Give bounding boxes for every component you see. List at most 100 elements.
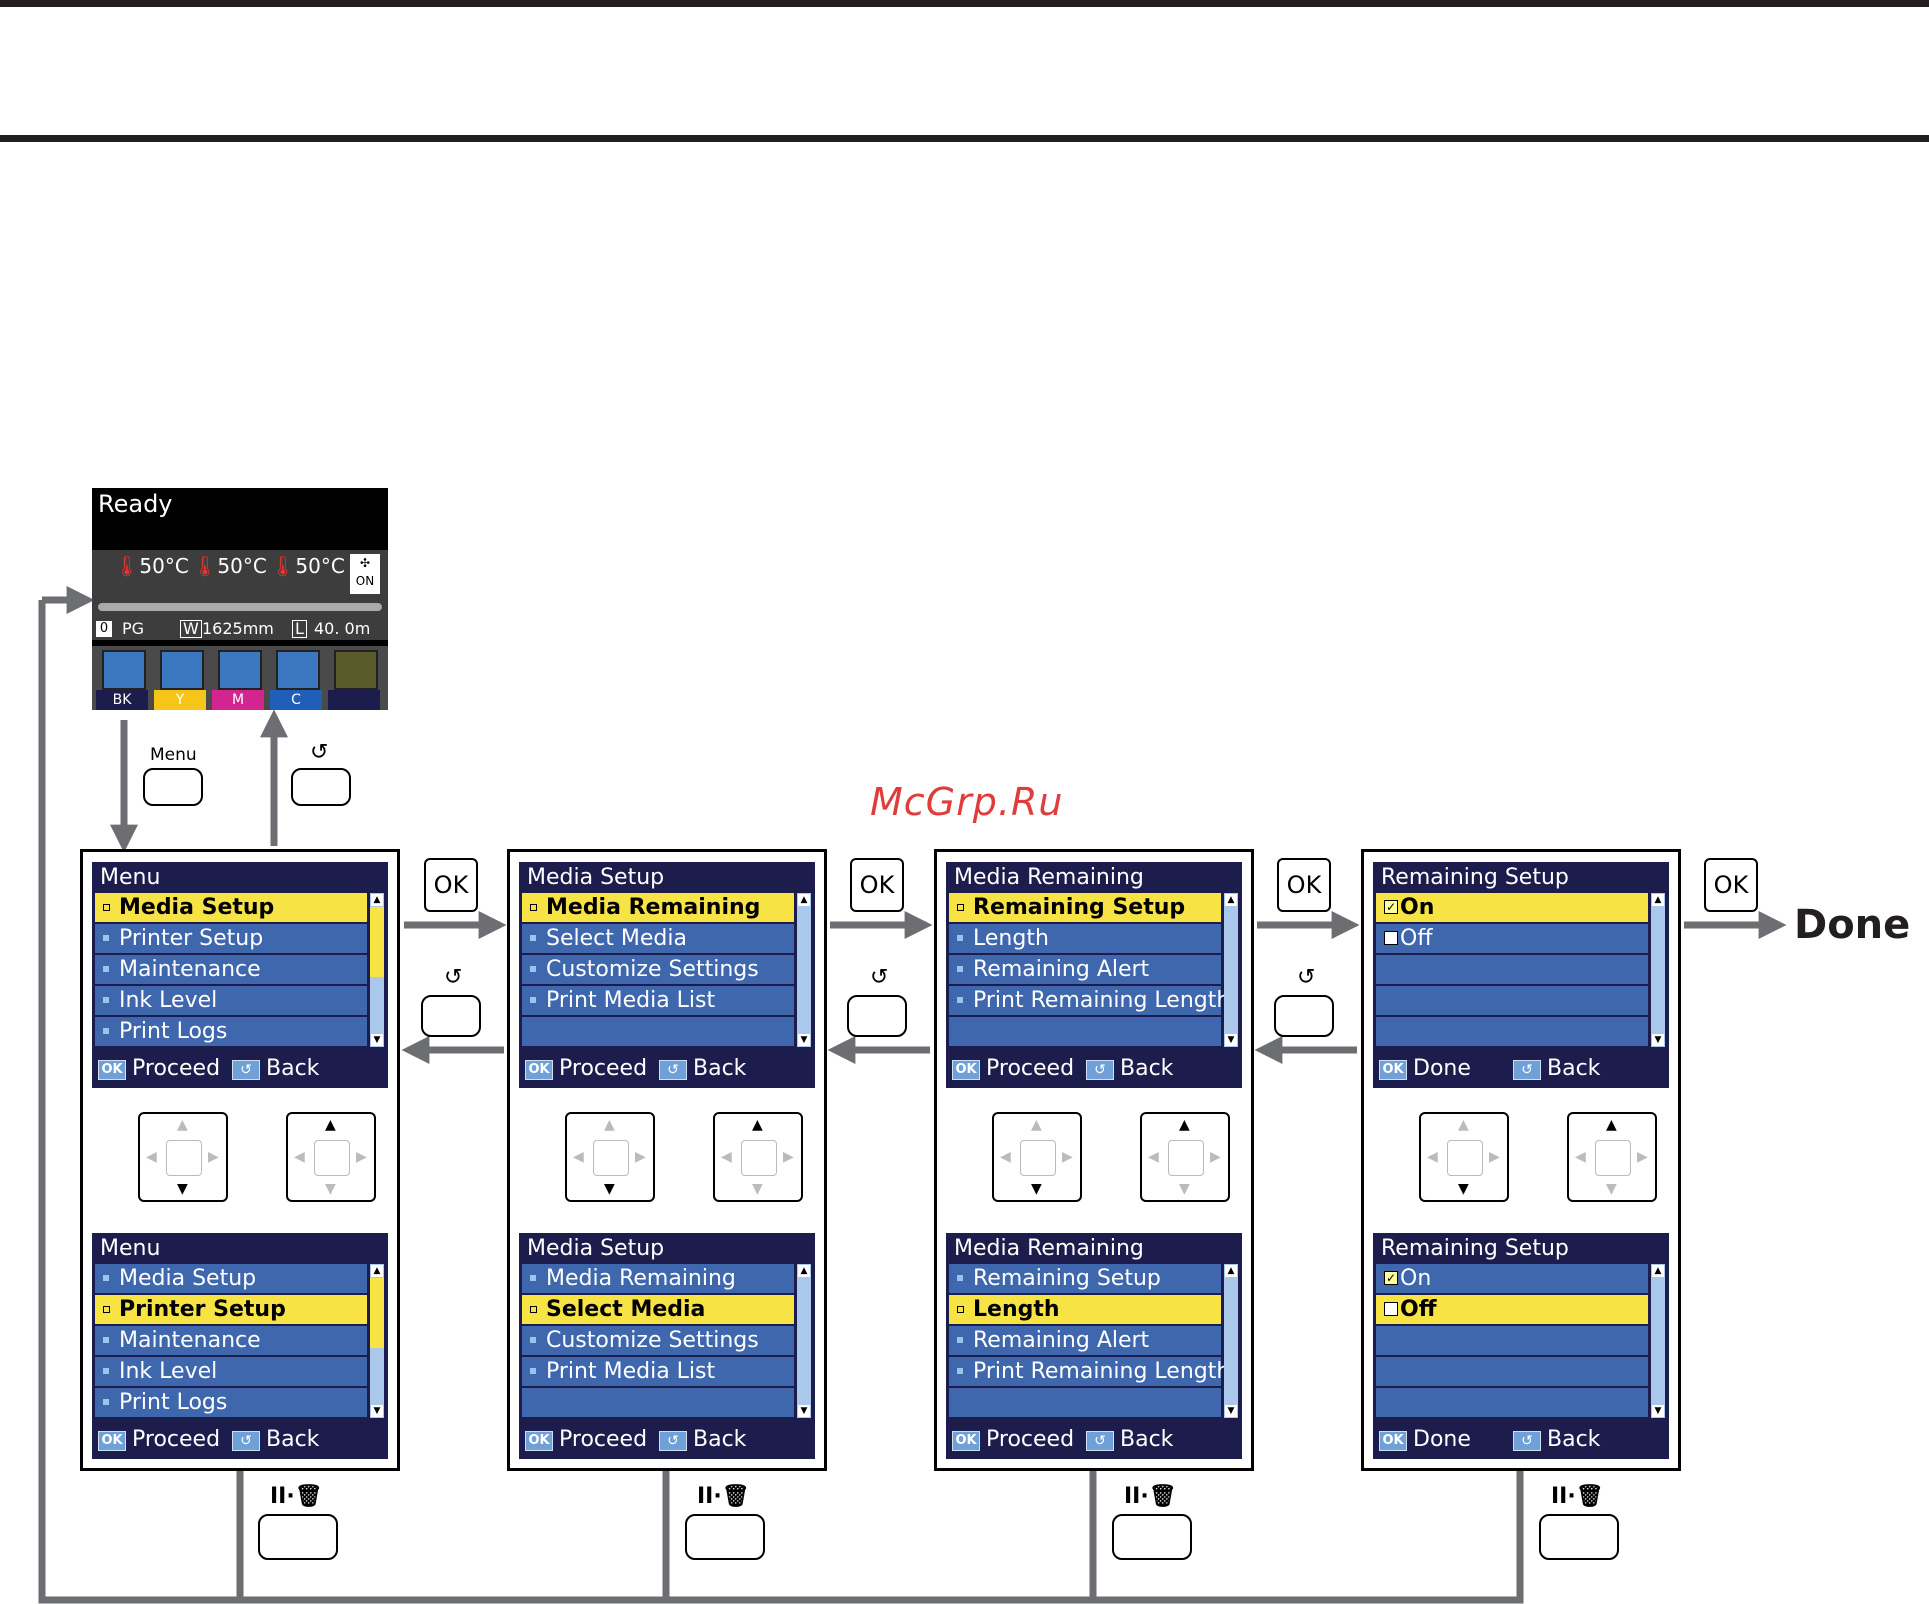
ok-key-4[interactable]: OK: [1704, 858, 1758, 912]
menu-item[interactable]: Print Remaining Length: [949, 986, 1230, 1015]
menu-item[interactable]: Media Setup: [95, 1264, 367, 1293]
ink-label: [328, 690, 380, 710]
scroll-up-icon: ▲: [798, 894, 810, 906]
menu-item[interactable]: ✓On: [1376, 893, 1648, 922]
menu-item[interactable]: Maintenance: [95, 1326, 367, 1355]
ok-badge: OK: [1379, 1431, 1407, 1451]
scroll-thumb[interactable]: [370, 1278, 384, 1348]
menu-item[interactable]: [1376, 1326, 1648, 1355]
scroll-up-icon: ▲: [798, 1265, 810, 1277]
dpad-up-key[interactable]: ▲▼◀▶: [713, 1112, 803, 1202]
scrollbar[interactable]: ▲▼: [797, 1264, 811, 1418]
menu-item[interactable]: Length: [949, 924, 1221, 953]
menu-item[interactable]: [522, 1017, 794, 1046]
ok-badge: OK: [98, 1060, 126, 1080]
menu-item[interactable]: [1376, 955, 1648, 984]
back-badge-icon: ↺: [1086, 1431, 1114, 1451]
ok-key-2[interactable]: OK: [850, 858, 904, 912]
menu-key[interactable]: [143, 768, 203, 806]
menu-item[interactable]: Off: [1376, 924, 1648, 953]
dpad-down-key[interactable]: ▲▼◀▶: [565, 1112, 655, 1202]
pause-cancel-key[interactable]: [1112, 1514, 1192, 1560]
pause-cancel-key[interactable]: [258, 1514, 338, 1560]
scroll-thumb[interactable]: [370, 907, 384, 977]
scrollbar[interactable]: ▲▼: [370, 893, 384, 1047]
scrollbar[interactable]: ▲▼: [370, 1264, 384, 1418]
ok-key-1[interactable]: OK: [424, 858, 478, 912]
scrollbar[interactable]: ▲▼: [797, 893, 811, 1047]
menu-item[interactable]: Maintenance: [95, 955, 367, 984]
menu-item[interactable]: [949, 1388, 1221, 1417]
thermometer-icon: 🌡: [114, 554, 140, 578]
menu-item[interactable]: [1376, 1357, 1648, 1386]
pause-cancel-icon: II·🗑: [1551, 1484, 1604, 1509]
menu-item[interactable]: [1376, 1017, 1648, 1046]
dpad-up-key[interactable]: ▲▼◀▶: [1140, 1112, 1230, 1202]
menu-item[interactable]: Length: [949, 1295, 1221, 1324]
dpad-up-key[interactable]: ▲▼◀▶: [286, 1112, 376, 1202]
ok-key-3[interactable]: OK: [1277, 858, 1331, 912]
scrollbar[interactable]: ▲▼: [1651, 893, 1665, 1047]
bullet-icon: [957, 966, 963, 972]
menu-item[interactable]: Print Logs: [95, 1388, 367, 1417]
screen-title: Media Remaining: [954, 1236, 1144, 1261]
width-tag: W: [180, 620, 202, 638]
menu-item[interactable]: Remaining Alert: [949, 1326, 1221, 1355]
dpad-up-key[interactable]: ▲▼◀▶: [1567, 1112, 1657, 1202]
menu-item[interactable]: Remaining Setup: [949, 1264, 1221, 1293]
footer-ok-label: Done: [1413, 1427, 1471, 1452]
bullet-icon: [530, 997, 536, 1003]
bullet-icon: [530, 1337, 536, 1343]
back-key-3[interactable]: [1274, 995, 1334, 1037]
menu-item[interactable]: [1376, 986, 1648, 1015]
bullet-icon: [530, 904, 537, 911]
menu-item[interactable]: [1376, 1388, 1648, 1417]
scrollbar[interactable]: ▲▼: [1651, 1264, 1665, 1418]
menu-item[interactable]: Media Remaining: [522, 1264, 794, 1293]
menu-item[interactable]: Customize Settings: [522, 1326, 794, 1355]
footer-back-label: Back: [1547, 1056, 1601, 1081]
menu-item[interactable]: [949, 1017, 1221, 1046]
menu-item[interactable]: Remaining Alert: [949, 955, 1221, 984]
menu-item[interactable]: Print Media List: [522, 986, 794, 1015]
bullet-icon: [957, 997, 963, 1003]
bullet-icon: [103, 904, 110, 911]
menu-item[interactable]: Remaining Setup: [949, 893, 1221, 922]
bullet-icon: [103, 1337, 109, 1343]
menu-item[interactable]: Customize Settings: [522, 955, 794, 984]
arrow-icon: ▶: [356, 1149, 367, 1165]
pause-cancel-key[interactable]: [685, 1514, 765, 1560]
dpad-down-key[interactable]: ▲▼◀▶: [992, 1112, 1082, 1202]
menu-item[interactable]: Print Remaining Length: [949, 1357, 1230, 1386]
menu-item[interactable]: Print Media List: [522, 1357, 794, 1386]
dpad-down-key[interactable]: ▲▼◀▶: [1419, 1112, 1509, 1202]
bullet-icon: [103, 935, 109, 941]
back-key-2[interactable]: [847, 995, 907, 1037]
menu-item[interactable]: Select Media: [522, 924, 794, 953]
menu-item[interactable]: Ink Level: [95, 986, 367, 1015]
menu-item[interactable]: Print Logs: [95, 1017, 367, 1046]
bullet-icon: [103, 1368, 109, 1374]
menu-item[interactable]: Printer Setup: [95, 924, 367, 953]
pause-cancel-key[interactable]: [1539, 1514, 1619, 1560]
back-key-status[interactable]: [291, 768, 351, 806]
menu-item[interactable]: Select Media: [522, 1295, 794, 1324]
menu-item[interactable]: [522, 1388, 794, 1417]
menu-item-label: Printer Setup: [119, 926, 264, 951]
thermometer-icon: 🌡: [270, 554, 296, 578]
back-key-1[interactable]: [421, 995, 481, 1037]
menu-item[interactable]: Printer Setup: [95, 1295, 367, 1324]
menu-item[interactable]: Media Setup: [95, 893, 367, 922]
footer-back-label: Back: [693, 1427, 747, 1452]
scrollbar[interactable]: ▲▼: [1224, 893, 1238, 1047]
scrollbar[interactable]: ▲▼: [1224, 1264, 1238, 1418]
menu-item[interactable]: Ink Level: [95, 1357, 367, 1386]
menu-item[interactable]: Media Remaining: [522, 893, 794, 922]
dpad-down-key[interactable]: ▲▼◀▶: [138, 1112, 228, 1202]
menu-item[interactable]: ✓On: [1376, 1264, 1648, 1293]
menu-item[interactable]: Off: [1376, 1295, 1648, 1324]
